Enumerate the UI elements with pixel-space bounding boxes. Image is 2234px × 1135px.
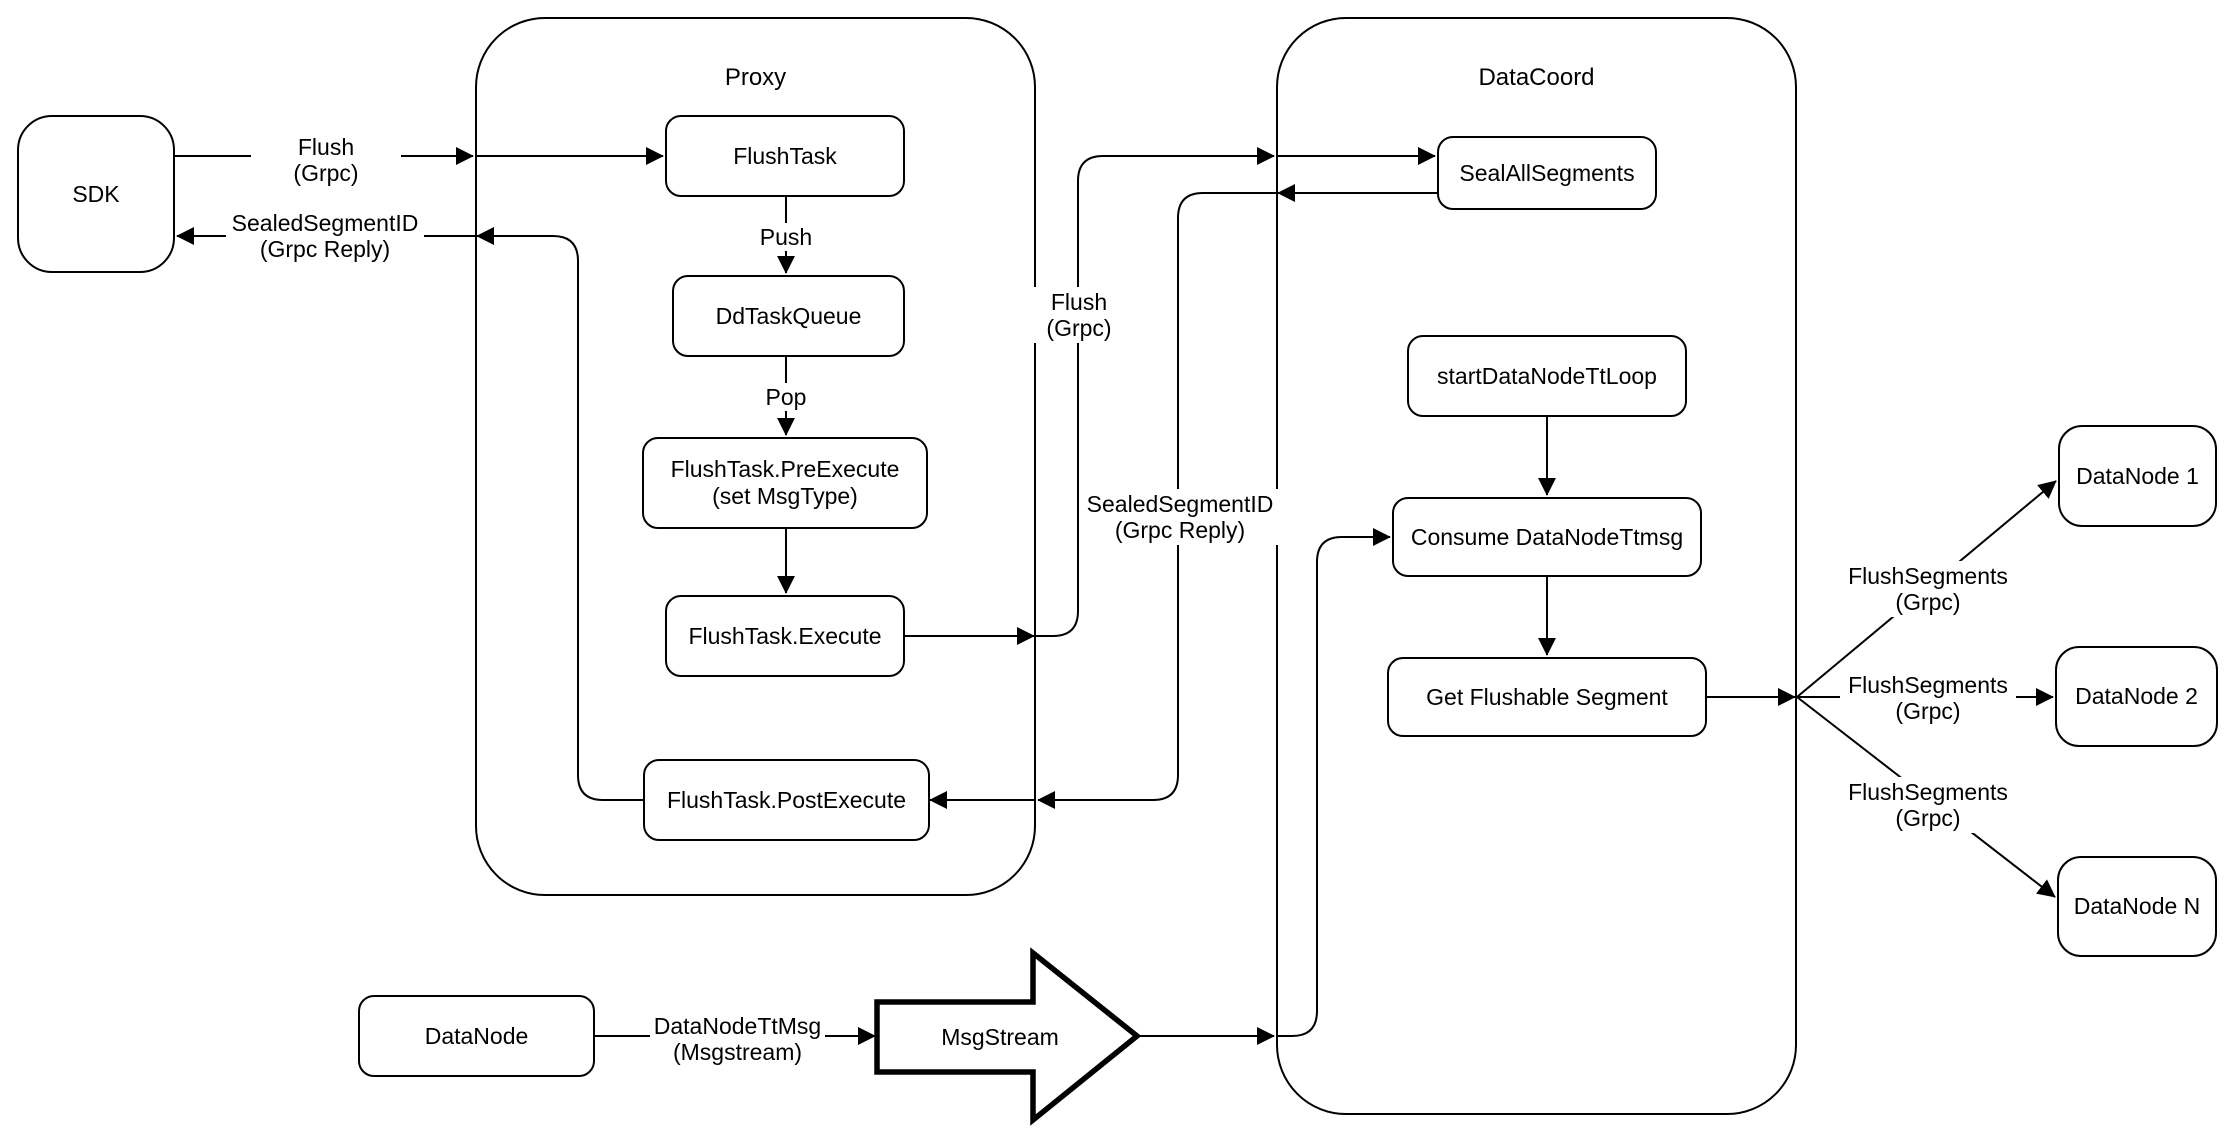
edge-label-sealedsegmentid-right: SealedSegmentID (Grpc Reply)	[1081, 489, 1279, 545]
node-sdk: SDK	[17, 115, 175, 273]
node-datanode-n: DataNode N	[2057, 856, 2217, 957]
edge-label-push: Push	[747, 223, 825, 251]
msgstream-block-arrow	[874, 947, 1142, 1126]
node-sealallsegments: SealAllSegments	[1437, 136, 1657, 210]
node-flushtask: FlushTask	[665, 115, 905, 197]
edge-msgstream-riser	[1276, 528, 1391, 1037]
edge-label-datanodettmsg: DataNodeTtMsg (Msgstream)	[650, 1012, 825, 1066]
node-datanode-1: DataNode 1	[2058, 425, 2217, 527]
edge-label-flushsegments-1: FlushSegments (Grpc)	[1840, 561, 2016, 617]
edge-label-pop: Pop	[753, 383, 819, 411]
edge-flush-riser	[1036, 147, 1275, 637]
edge-label-flush-grpc-left: Flush (Grpc)	[251, 132, 401, 188]
edge-postexecute-feedback	[476, 227, 643, 801]
node-get-flushable-segment: Get Flushable Segment	[1387, 657, 1707, 737]
msgstream-label: MsgStream	[941, 1023, 1059, 1050]
node-startdatanodettloop: startDataNodeTtLoop	[1407, 335, 1687, 417]
datacoord-title: DataCoord	[1478, 64, 1595, 91]
edge-label-flushsegments-2: FlushSegments (Grpc)	[1840, 670, 2016, 726]
node-datanode-2: DataNode 2	[2055, 646, 2218, 747]
node-flushtask-postexecute: FlushTask.PostExecute	[643, 759, 930, 841]
edge-label-flush-grpc-right: Flush (Grpc)	[1004, 287, 1154, 343]
edge-label-sealedsegmentid-left: SealedSegmentID (Grpc Reply)	[226, 208, 424, 264]
node-flushtask-preexecute: FlushTask.PreExecute (set MsgType)	[642, 437, 928, 529]
node-ddtaskqueue: DdTaskQueue	[672, 275, 905, 357]
edge-label-flushsegments-3: FlushSegments (Grpc)	[1840, 777, 2016, 833]
node-flushtask-execute: FlushTask.Execute	[665, 595, 905, 677]
datacoord-container	[1276, 17, 1797, 1115]
node-datanode: DataNode	[358, 995, 595, 1077]
proxy-container	[475, 17, 1036, 896]
node-consume-datanodettmsg: Consume DataNodeTtmsg	[1392, 497, 1702, 577]
proxy-title: Proxy	[724, 64, 787, 91]
